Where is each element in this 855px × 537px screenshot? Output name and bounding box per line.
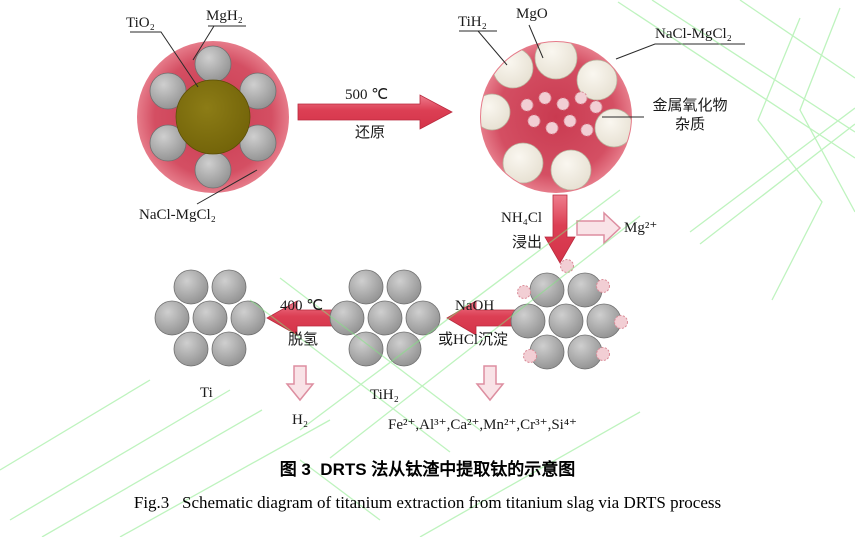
impurity-label: 金属氧化物 杂质 [652, 98, 728, 133]
mg-byproduct-arrow [576, 211, 622, 245]
leaching-name-label: 浸出 [512, 235, 543, 251]
mgh2-leader [192, 25, 246, 61]
tih2-cluster [329, 269, 441, 367]
naoh-label: NaOH [455, 298, 495, 314]
impurity-byproduct-arrow [475, 365, 505, 402]
nh4cl-label: NH₄Cl [501, 210, 543, 226]
tio2-leader [130, 31, 199, 88]
caption-en: Fig.3 Schematic diagram of titanium extr… [133, 493, 722, 512]
dehydrogenation-temp-label: 400 ℃ [280, 298, 324, 314]
tih2-leader [459, 30, 508, 66]
nacl-left-leader [196, 169, 258, 205]
leaching-arrow [544, 194, 576, 264]
mgh2-particles [149, 45, 277, 189]
fe-impurities-label: Fe²⁺,Al³⁺,Ca²⁺,Mn²⁺,Cr³⁺,Si⁴⁺ [388, 417, 577, 433]
byproduct-arrows [285, 211, 622, 402]
mg-byproduct-label: Mg²⁺ [624, 220, 658, 236]
reduction-arrow [297, 94, 453, 130]
leached-tih2-cluster [510, 259, 628, 370]
leader-lines [130, 24, 745, 205]
hcl-precipitation-label: 或HCl沉淀 [438, 332, 509, 348]
h2-byproduct-arrow [285, 365, 315, 402]
reduced-sphere [480, 41, 632, 193]
ti-stage-label: Ti [200, 385, 213, 401]
tio2-label: TiO₂ [126, 15, 155, 31]
dehydrogenation-name-label: 脱氢 [288, 332, 319, 348]
ti-cluster [154, 269, 266, 367]
reduction-name-label: 还原 [355, 125, 386, 141]
mgo-leader [528, 24, 544, 59]
caption-zh: 图 3 DRTS 法从钛渣中提取钛的示意图 [279, 460, 576, 479]
process-arrows [266, 94, 576, 336]
reduction-temp-label: 500 ℃ [345, 87, 389, 103]
mgo-label: MgO [516, 6, 548, 22]
nacl-mgcl2-left-label: NaCl-MgCl₂ [139, 207, 216, 223]
h2-byproduct-label: H₂ [292, 412, 309, 428]
tio2-core [175, 79, 251, 155]
mixture-sphere [137, 41, 289, 193]
tih2-stage-label: TiH₂ [370, 387, 399, 403]
oxide-impurity-particles [520, 91, 603, 137]
tih2-top-label: TiH₂ [458, 14, 487, 30]
nacl-mgcl2-right-label: NaCl-MgCl₂ [655, 26, 732, 42]
nacl-right-leader [615, 43, 745, 60]
mgh2-label: MgH₂ [206, 8, 243, 24]
residual-impurity-particles [517, 259, 628, 363]
